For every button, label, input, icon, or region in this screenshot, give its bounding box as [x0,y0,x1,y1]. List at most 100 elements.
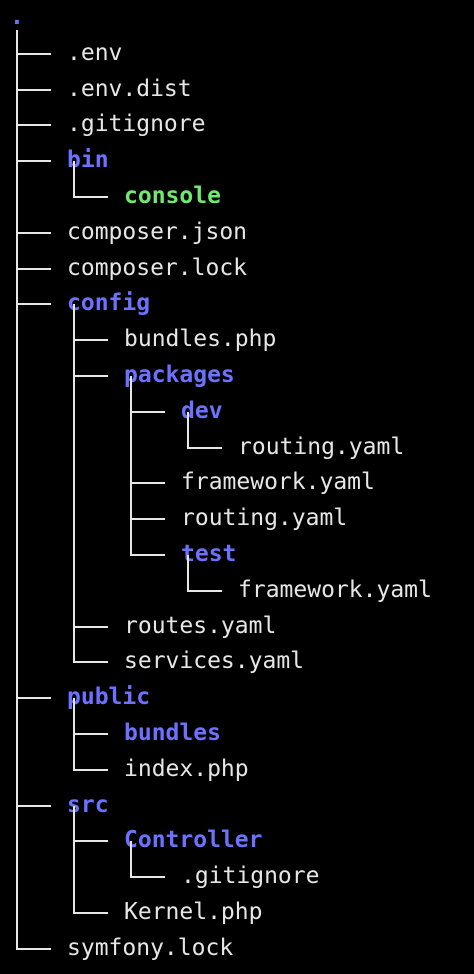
tree-file-name[interactable]: Kernel.php [124,898,263,925]
tree-dir-name[interactable]: test [181,540,237,567]
tree-connector-vertical [73,805,75,843]
tree-connector-vertical [130,519,132,556]
tree-connector-horizontal [73,339,108,342]
tree-connector-horizontal [73,768,108,771]
tree-connector-vertical [73,161,75,198]
tree-dir-name[interactable]: public [67,684,151,711]
tree-row: routing.yaml [0,430,474,466]
tree-connector-horizontal [16,88,51,91]
tree-row: routes.yaml [0,609,474,645]
tree-row: bundles.php [0,322,474,358]
tree-connector-horizontal [187,446,222,449]
tree-connector-vertical [16,161,18,234]
tree-connector-horizontal [16,124,51,127]
tree-connector-horizontal [187,589,222,592]
tree-connector-vertical [16,698,18,807]
tree-connector-vertical [130,375,132,413]
tree-connector-horizontal [16,697,51,700]
tree-row: config [0,286,474,322]
tree-connector-vertical [73,733,75,771]
tree-file-name[interactable]: framework.yaml [181,469,375,496]
tree-exec-name[interactable]: console [124,182,221,209]
tree-connector-vertical [16,268,18,306]
tree-connector-vertical [130,483,132,521]
tree-connector-horizontal [16,231,51,234]
tree-root-line: . [0,0,474,36]
tree-connector-horizontal [130,518,165,521]
tree-connector-vertical [16,30,18,55]
tree-row: public [0,680,474,716]
file-tree: .env .env.dist .gitignore bin console compose… [0,36,474,967]
tree-file-name[interactable]: bundles.php [124,326,277,353]
tree-row: index.php [0,752,474,788]
tree-file-name[interactable]: .env.dist [67,75,192,102]
tree-row: composer.json [0,215,474,251]
tree-connector-horizontal [73,732,108,735]
tree-row: .gitignore [0,107,474,143]
tree-row: src [0,788,474,824]
tree-connector-horizontal [16,804,51,807]
tree-connector-vertical [73,841,75,914]
tree-file-name[interactable]: services.yaml [124,648,305,675]
tree-connector-horizontal [73,374,108,377]
tree-connector-horizontal [16,947,51,950]
tree-connector-vertical [130,411,132,485]
tree-dir-name[interactable]: Controller [124,827,263,854]
tree-file-name[interactable]: .gitignore [181,863,320,890]
tree-connector-horizontal [130,482,165,485]
tree-connector-horizontal [130,553,165,556]
tree-dir-name[interactable]: bundles [124,719,221,746]
tree-connector-vertical [16,805,18,950]
tree-connector-horizontal [73,840,108,843]
tree-connector-horizontal [16,303,51,306]
tree-connector-vertical [73,340,75,377]
tree-row: .env.dist [0,72,474,108]
tree-connector-vertical [16,304,18,700]
tree-file-name[interactable]: routes.yaml [124,612,277,639]
tree-row: Controller [0,823,474,859]
tree-connector-horizontal [73,661,108,664]
tree-connector-vertical [16,89,18,127]
tree-file-name[interactable]: routing.yaml [238,433,405,460]
tree-dir-name[interactable]: config [67,290,151,317]
tree-row: Kernel.php [0,895,474,931]
tree-connector-horizontal [73,911,108,914]
tree-row: bundles [0,716,474,752]
tree-connector-horizontal [130,410,165,413]
tree-row: bin [0,143,474,179]
tree-connector-vertical [73,698,75,735]
tree-row: packages [0,358,474,394]
tree-file-name[interactable]: symfony.lock [67,934,234,961]
tree-connector-vertical [16,232,18,270]
tree-connector-vertical [73,304,75,342]
tree-row: .env [0,36,474,72]
tree-row: routing.yaml [0,501,474,537]
tree-connector-vertical [187,554,189,592]
tree-file-name[interactable]: index.php [124,755,249,782]
tree-file-name[interactable]: composer.lock [67,254,248,281]
tree-file-name[interactable]: framework.yaml [238,576,432,603]
tree-file-name[interactable]: .gitignore [67,111,206,138]
tree-connector-vertical [73,626,75,664]
tree-row: services.yaml [0,644,474,680]
tree-row: framework.yaml [0,465,474,501]
tree-connector-horizontal [73,195,108,198]
tree-row: .gitignore [0,859,474,895]
tree-root: . [10,4,24,30]
tree-connector-vertical [187,411,189,449]
tree-file-name[interactable]: .env [67,39,123,66]
tree-connector-horizontal [16,267,51,270]
tree-connector-horizontal [16,160,51,163]
tree-row: test [0,537,474,573]
tree-row: composer.lock [0,251,474,287]
tree-file-name[interactable]: composer.json [67,218,248,245]
tree-connector-horizontal [130,876,165,879]
tree-row: symfony.lock [0,931,474,967]
tree-file-name[interactable]: routing.yaml [181,505,348,532]
tree-row: dev [0,394,474,430]
tree-connector-vertical [130,841,132,879]
tree-row: console [0,179,474,215]
tree-connector-horizontal [73,625,108,628]
tree-dir-name[interactable]: packages [124,361,235,388]
